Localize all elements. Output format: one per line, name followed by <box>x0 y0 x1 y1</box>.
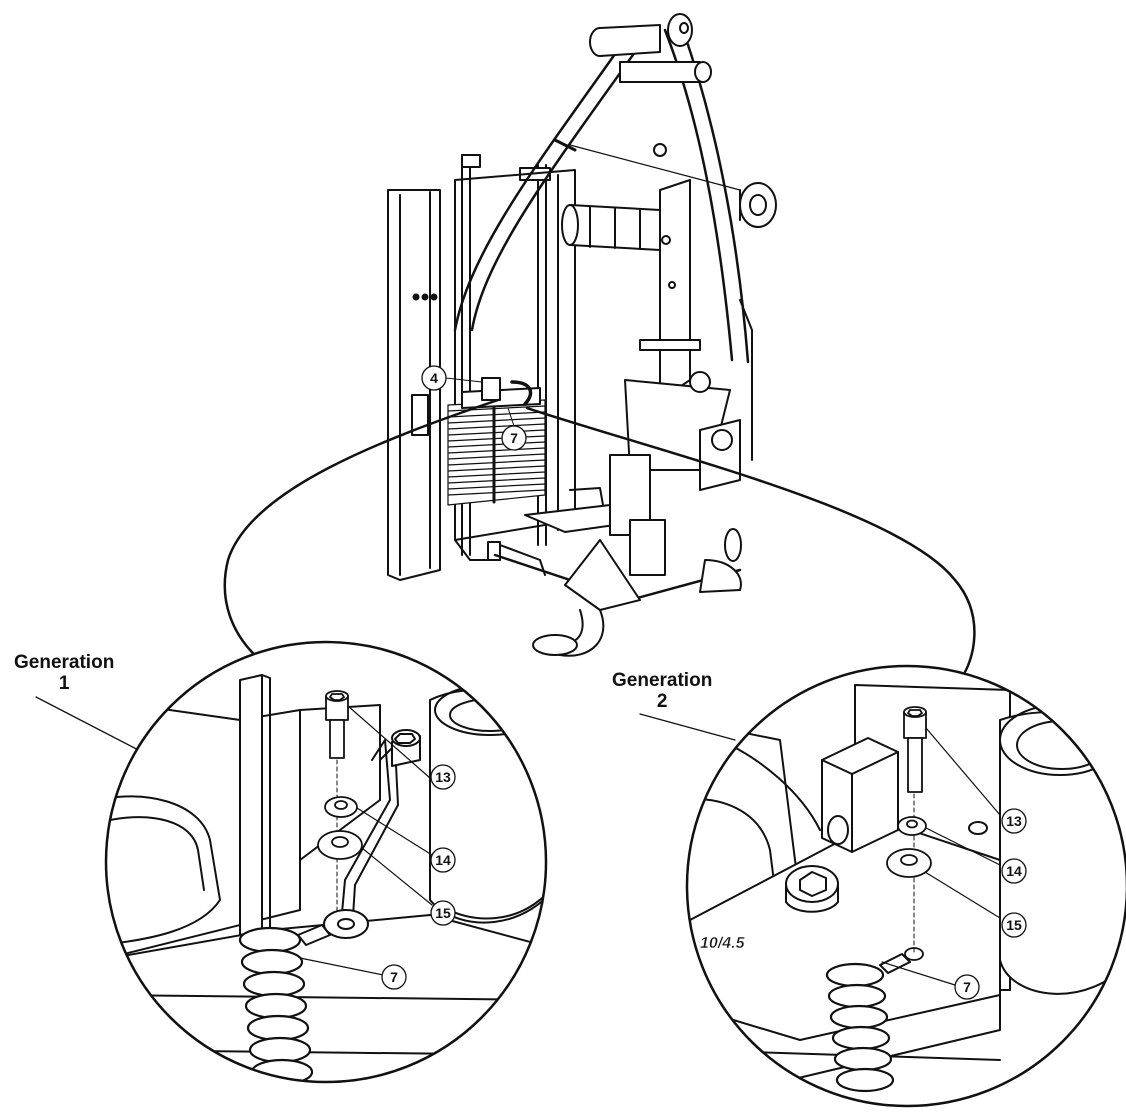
connector-line-gen1 <box>223 398 500 662</box>
svg-text:7: 7 <box>510 430 518 446</box>
generation-1-number: 1 <box>58 673 70 694</box>
gen2-callout-13: 13 <box>1001 808 1027 834</box>
gen2-flat-washer-icon <box>886 848 932 878</box>
gen1-callout-13: 13 <box>430 764 456 790</box>
gen1-leader-line <box>35 696 149 756</box>
svg-text:13: 13 <box>435 769 451 785</box>
generation-1-detail-view: 13 14 15 7 <box>104 640 548 1084</box>
gen2-ring-terminal <box>904 947 924 961</box>
gen1-callout-14: 14 <box>430 847 456 873</box>
svg-text:7: 7 <box>963 979 971 995</box>
generation-2-detail-view: 10/4.5 <box>685 664 1126 1108</box>
svg-text:15: 15 <box>435 905 451 921</box>
gen1-callout-7: 7 <box>381 964 407 990</box>
svg-text:14: 14 <box>435 852 451 868</box>
gen2-screw-icon <box>903 706 927 793</box>
main-callout-4: 4 <box>421 365 483 391</box>
svg-text:14: 14 <box>1006 863 1022 879</box>
gen1-flat-washer-icon <box>317 830 363 860</box>
svg-text:4: 4 <box>430 370 438 386</box>
gen1-callout-15: 15 <box>430 900 456 926</box>
gen2-callout-7: 7 <box>954 974 980 1000</box>
machine-illustration <box>387 13 777 657</box>
gen2-callout-15: 15 <box>1001 912 1027 938</box>
gen1-lock-washer-icon <box>324 796 358 818</box>
gen1-screw-icon <box>325 690 349 759</box>
svg-text:13: 13 <box>1006 813 1022 829</box>
generation-1-label: Generation 1 <box>14 652 114 694</box>
generation-2-number: 2 <box>656 691 668 712</box>
gen2-leader-line <box>639 713 736 741</box>
main-callout-7: 7 <box>501 407 527 451</box>
svg-text:15: 15 <box>1006 917 1022 933</box>
generation-2-title: Generation <box>612 670 713 691</box>
connector-line-gen2 <box>525 406 976 682</box>
weight-stack <box>447 399 546 506</box>
gen2-lock-washer-icon <box>897 816 927 836</box>
generation-1-title: Generation <box>14 652 115 673</box>
gen2-callout-14: 14 <box>1001 858 1027 884</box>
svg-text:7: 7 <box>390 969 398 985</box>
generation-2-label: Generation 2 <box>612 670 712 712</box>
plate-marking-text: 10/4.5 <box>700 935 746 952</box>
